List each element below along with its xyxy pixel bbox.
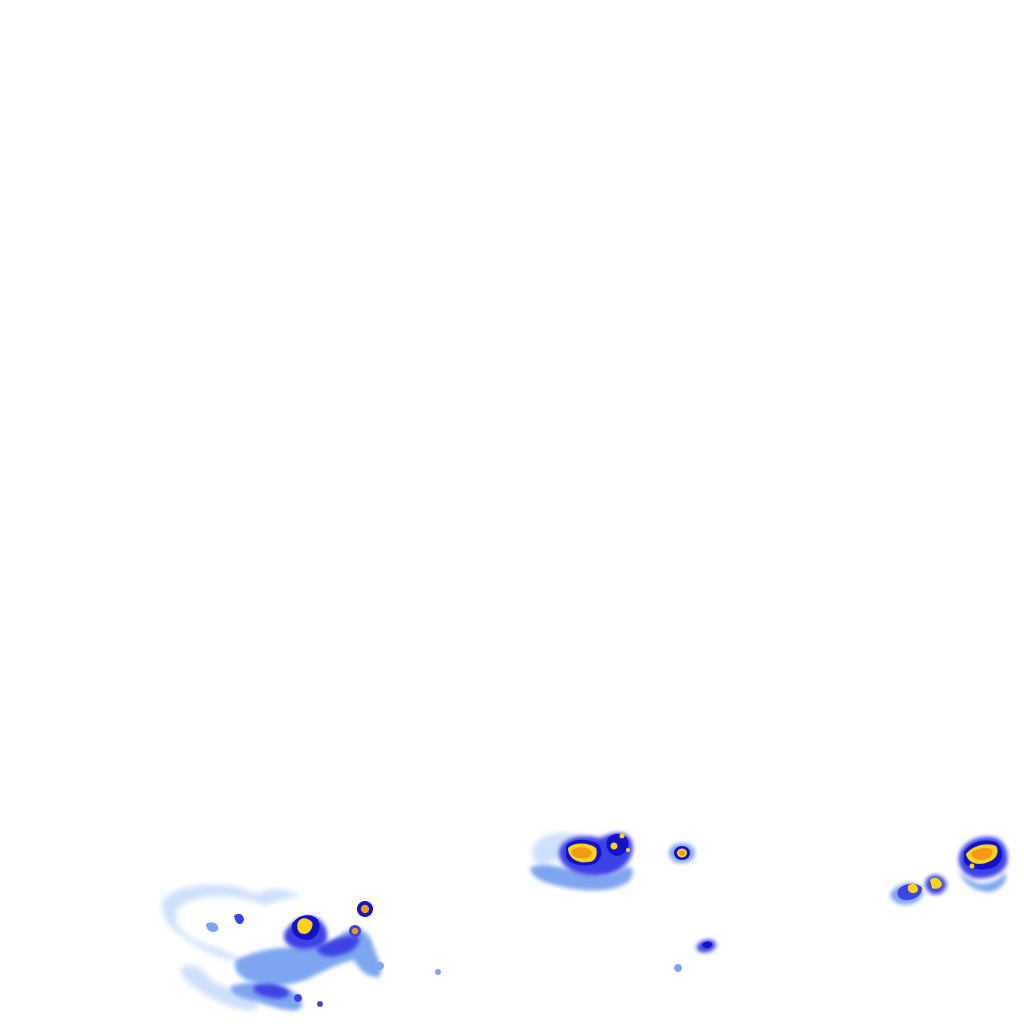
precip-cell-lower-right [958, 836, 1008, 892]
precip-cell-fragments [674, 939, 716, 972]
precip-cell-lower-left [161, 884, 441, 1011]
precip-light-patch [435, 969, 441, 975]
precip-moderate-patch [294, 994, 302, 1002]
precip-heavy-core [969, 863, 975, 869]
precip-moderate-patch [317, 1001, 323, 1007]
precip-light-patch [206, 922, 219, 932]
precip-light-band [958, 870, 1007, 892]
precip-strong-core [702, 941, 712, 949]
precip-heavy-core [908, 883, 918, 893]
precip-heavy-core [619, 833, 625, 839]
precip-moderate-band [316, 935, 360, 957]
precip-heavy-core [930, 877, 942, 889]
precip-light-band [530, 865, 633, 891]
precip-cell-lower-right-small [890, 874, 947, 905]
precip-very-heavy-core [571, 847, 592, 859]
precip-very-light-patch [180, 965, 258, 1011]
precip-cell-lower-center [530, 832, 633, 891]
precip-cell-lower-center-small [669, 843, 695, 863]
precip-light-patch [674, 964, 682, 972]
precip-heavy-core [626, 848, 630, 852]
precip-strong-core [606, 833, 629, 856]
precip-very-heavy-core [971, 847, 993, 860]
precip-heavy-core [297, 918, 313, 934]
precip-light-patch [376, 962, 384, 970]
precip-very-heavy-core [360, 904, 370, 914]
precip-very-heavy-core [679, 850, 685, 856]
precip-moderate-band [234, 913, 244, 925]
precip-very-heavy-core [351, 927, 359, 935]
precip-moderate-band [253, 983, 290, 999]
precip-heavy-core [610, 842, 618, 850]
precip-very-light-band [161, 884, 300, 962]
